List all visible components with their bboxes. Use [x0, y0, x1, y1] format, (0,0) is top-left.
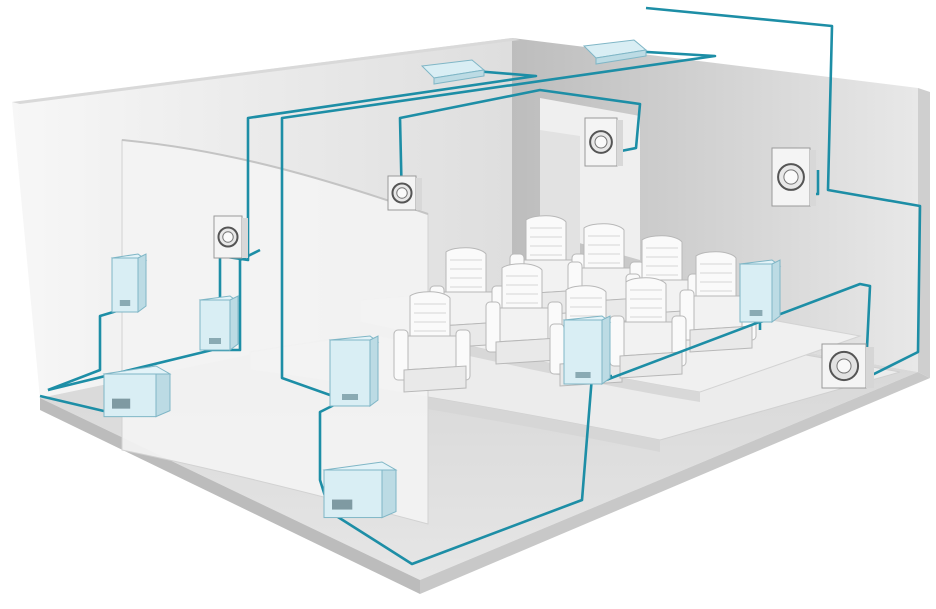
seat: [485, 263, 563, 365]
rear-wall-speaker-center: [584, 117, 623, 167]
devices: [102, 39, 874, 519]
ceiling-speaker-left: [420, 59, 486, 85]
cable-left-front: [47, 308, 121, 392]
rear-wall-speaker-right: [771, 147, 816, 207]
right-surround-front: [562, 315, 612, 385]
right-surround-rear: [738, 259, 782, 323]
cable-ceiling-top: [645, 6, 922, 378]
seat: [393, 291, 471, 393]
front-subwoofer: [322, 461, 398, 519]
speaker-cables: [39, 6, 922, 566]
left-surround-front: [110, 253, 148, 313]
left-surround-rear: [198, 295, 240, 351]
right-floor-edge: [420, 372, 930, 594]
ceiling-speaker-right: [582, 39, 648, 65]
cable-rear-wall: [398, 88, 642, 207]
right-wall-subwoofer: [821, 343, 874, 389]
seat: [679, 251, 757, 353]
projection-screen: [121, 139, 429, 525]
screen-speaker-ghost: [213, 215, 248, 259]
left-wall-top-edge: [12, 38, 520, 104]
cable-ceiling-left: [218, 68, 538, 350]
cable-ceiling-right: [280, 48, 717, 402]
center-channel-speaker: [328, 335, 380, 407]
left-subwoofer: [102, 365, 172, 418]
front-wall-speaker: [387, 175, 422, 211]
right-wall-edge: [918, 88, 930, 378]
cable-right-sub: [605, 282, 872, 382]
